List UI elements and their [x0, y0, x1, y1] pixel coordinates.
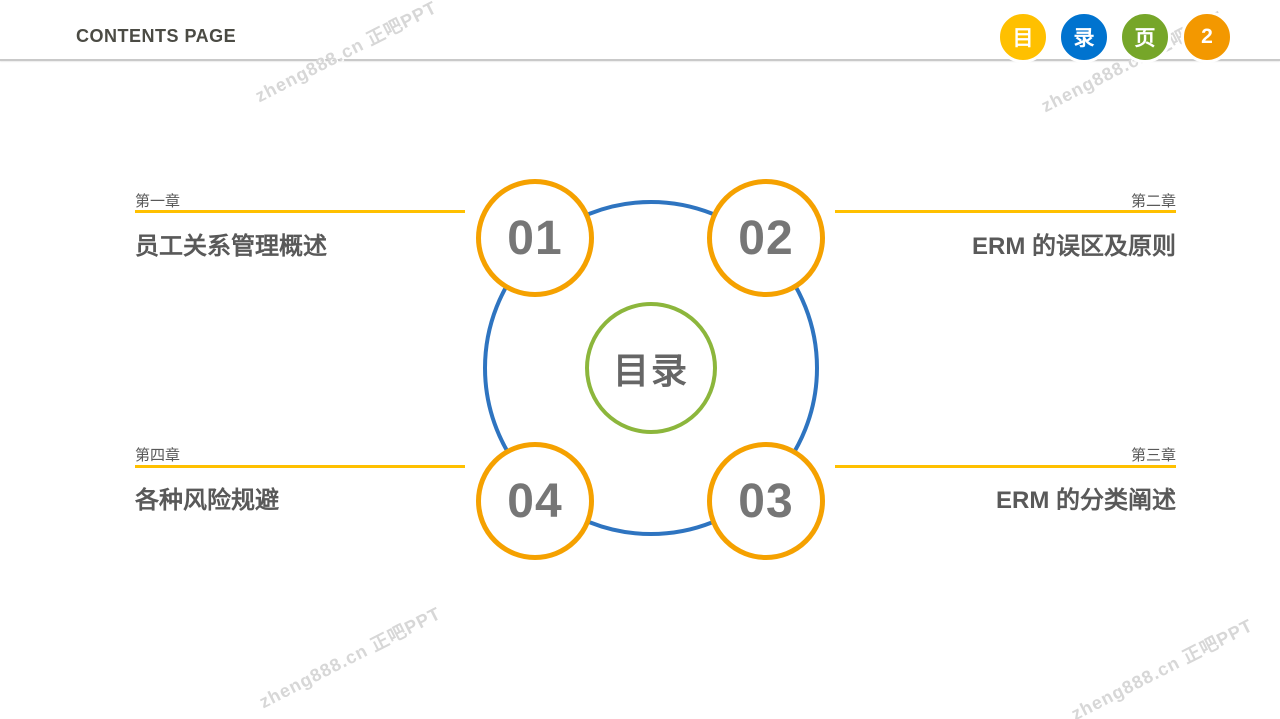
page-number-badge: 2 [1181, 11, 1233, 63]
section-title-1: 员工关系管理概述 [135, 233, 327, 260]
section-title-4: 各种风险规避 [135, 487, 279, 514]
chapter-node-4: 04 [476, 442, 594, 560]
chapter-node-1: 01 [476, 179, 594, 297]
section-divider-2 [835, 210, 1176, 213]
watermark: zheng888.cn 正吧PPT [252, 0, 441, 107]
chapter-node-3: 03 [707, 442, 825, 560]
chapter-node-number: 04 [507, 474, 563, 528]
header-badge-2: 录 [1058, 11, 1110, 63]
chapter-label-3: 第三章 [1130, 447, 1176, 464]
header-badge-3: 页 [1119, 11, 1171, 63]
section-divider-3 [835, 465, 1176, 468]
section-title-3: ERM 的分类阐述 [996, 487, 1176, 514]
header-divider [0, 59, 1280, 61]
toc-center-circle: 目录 [585, 302, 717, 434]
header-badge-1: 目 [997, 11, 1049, 63]
section-divider-4 [135, 465, 465, 468]
chapter-node-number: 01 [507, 211, 563, 265]
toc-outer-ring [483, 200, 819, 536]
chapter-node-number: 02 [738, 211, 794, 265]
chapter-label-2: 第二章 [1130, 193, 1176, 210]
chapter-label-1: 第一章 [135, 193, 181, 210]
watermark: zheng888.cn 正吧PPT [1068, 615, 1257, 719]
section-divider-1 [135, 210, 465, 213]
toc-center-label: 目录 [612, 350, 689, 391]
page-title: CONTENTS PAGE [76, 26, 237, 46]
section-title-2: ERM 的误区及原则 [972, 233, 1176, 260]
chapter-node-2: 02 [707, 179, 825, 297]
chapter-node-number: 03 [738, 474, 794, 528]
watermark: zheng888.cn 正吧PPT [256, 603, 445, 713]
chapter-label-4: 第四章 [135, 447, 181, 464]
